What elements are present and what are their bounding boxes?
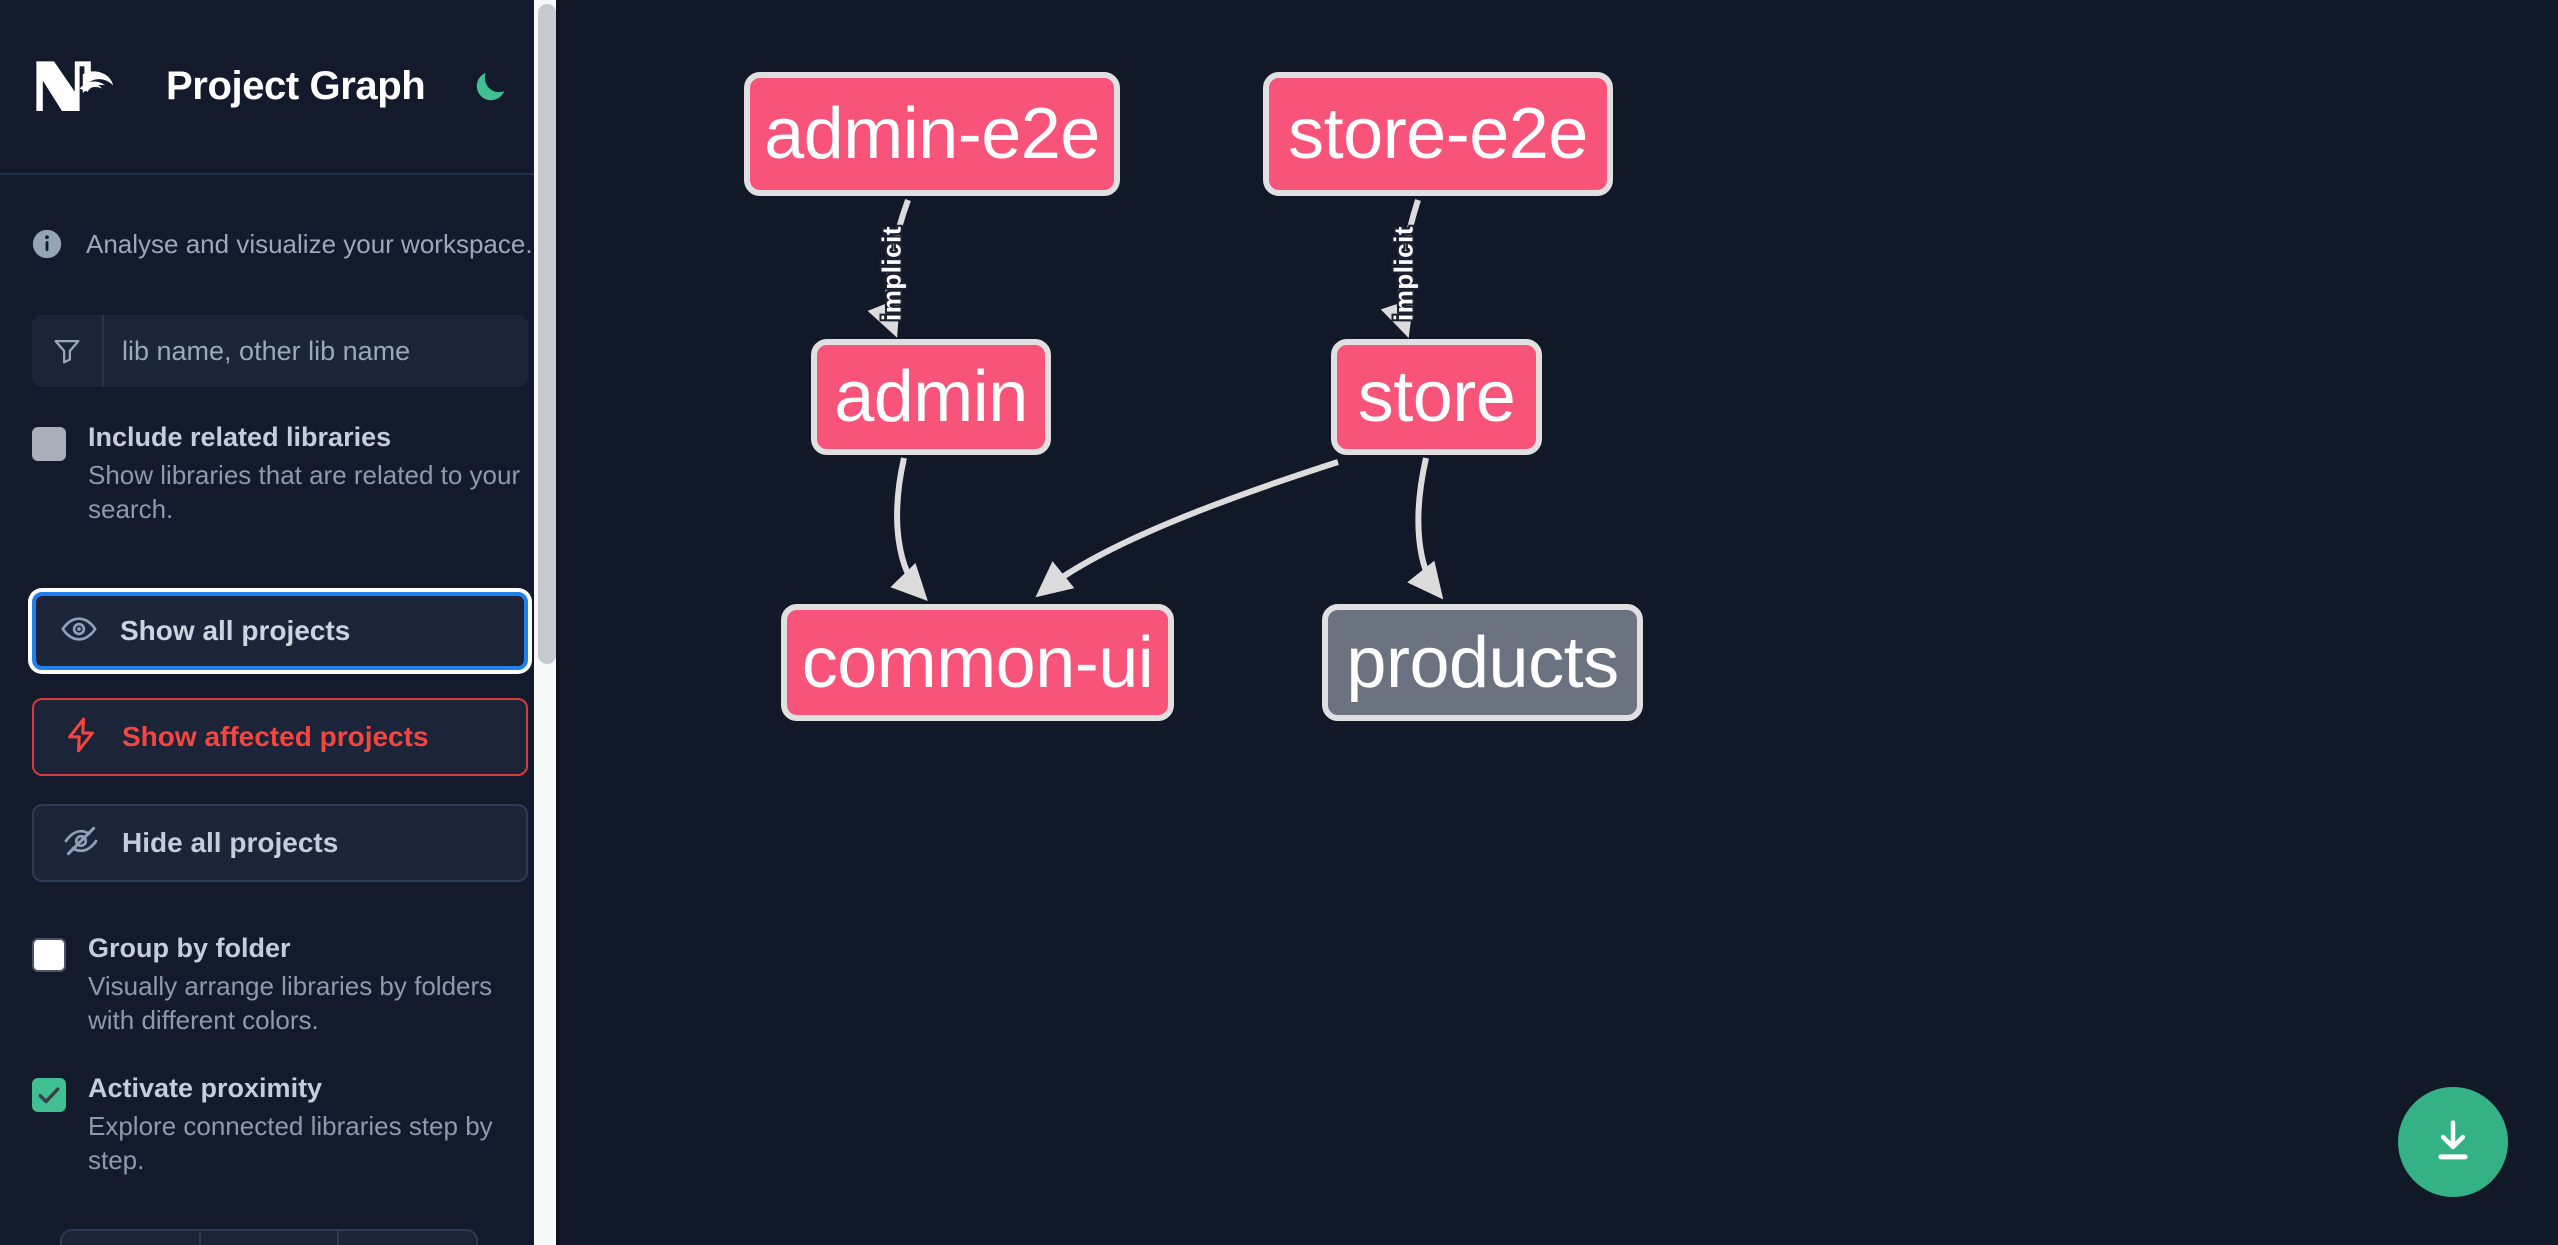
edge-label-implicit-admin: implicit xyxy=(876,226,907,322)
node-label: store-e2e xyxy=(1288,94,1588,174)
checkbox-label: Group by folder xyxy=(88,933,291,964)
filter-icon xyxy=(32,315,104,387)
graph-node-store[interactable]: store xyxy=(1331,339,1542,455)
graph-node-products[interactable]: products xyxy=(1322,604,1643,721)
eye-slash-icon xyxy=(62,822,100,865)
node-label: admin xyxy=(834,357,1028,437)
checkbox-label: Include related libraries xyxy=(88,422,392,452)
sidebar-scrollbar-thumb[interactable] xyxy=(538,4,556,664)
checkbox-texts: Include related libraries Show libraries… xyxy=(88,421,528,526)
node-label: admin-e2e xyxy=(764,94,1100,174)
tagline: Analyse and visualize your workspace. xyxy=(0,175,560,261)
checkbox-description: Visually arrange libraries by folders wi… xyxy=(88,971,493,1036)
sidebar-header: Project Graph xyxy=(0,0,560,175)
check-icon xyxy=(38,1087,60,1103)
hide-all-projects-button[interactable]: Hide all projects xyxy=(32,804,528,883)
graph-node-admin-e2e[interactable]: admin-e2e xyxy=(744,72,1120,196)
lightning-bolt-icon xyxy=(62,716,100,759)
sidebar-body: Analyse and visualize your workspace. In… xyxy=(0,175,560,1245)
graph-node-admin[interactable]: admin xyxy=(811,339,1051,455)
segment-1[interactable] xyxy=(62,1231,201,1245)
search-field[interactable] xyxy=(32,315,528,387)
segment-2[interactable] xyxy=(201,1231,340,1245)
info-icon xyxy=(30,227,64,261)
checkbox-texts: Activate proximity Explore connected lib… xyxy=(88,1072,528,1177)
show-affected-projects-button[interactable]: Show affected projects xyxy=(32,698,528,777)
checkbox-include-related-libraries[interactable]: Include related libraries Show libraries… xyxy=(0,421,560,526)
edge-store-e2e-to-store xyxy=(1380,199,1421,338)
eye-icon xyxy=(60,610,98,653)
sidebar: Project Graph Analyse and visualize your… xyxy=(0,0,560,1245)
moon-icon[interactable] xyxy=(467,64,513,110)
graph-canvas[interactable]: admin-e2e store-e2e admin store common-u… xyxy=(560,0,2558,1245)
checkbox-label: Activate proximity xyxy=(88,1072,323,1103)
edge-label-implicit-store: implicit xyxy=(1388,226,1419,322)
graph-node-common-ui[interactable]: common-ui xyxy=(781,604,1174,721)
nx-logo xyxy=(30,55,126,119)
segmented-control[interactable] xyxy=(60,1229,478,1245)
edge-admin-e2e-to-admin xyxy=(867,198,911,338)
project-action-buttons: Show all projects Show affected projects xyxy=(0,592,560,883)
checkbox-texts: Group by folder Visually arrange librari… xyxy=(88,932,528,1037)
checkbox-description: Show libraries that are related to your … xyxy=(88,459,521,525)
sidebar-edge xyxy=(556,0,560,1245)
download-icon xyxy=(2438,1120,2468,1160)
node-label: common-ui xyxy=(801,622,1154,703)
button-label: Show affected projects xyxy=(122,721,429,753)
graph-node-store-e2e[interactable]: store-e2e xyxy=(1263,72,1613,196)
edge-store-to-common-ui xyxy=(1035,459,1339,598)
checkbox-box[interactable] xyxy=(32,938,66,973)
node-label: products xyxy=(1346,622,1619,703)
checkbox-description: Explore connected libraries step by step… xyxy=(88,1110,493,1175)
button-label: Hide all projects xyxy=(122,827,339,859)
download-graph-button[interactable] xyxy=(2398,1087,2508,1197)
show-all-projects-button[interactable]: Show all projects xyxy=(32,592,528,671)
tagline-text: Analyse and visualize your workspace. xyxy=(86,228,533,259)
button-label: Show all projects xyxy=(120,615,351,647)
page-title: Project Graph xyxy=(166,64,426,108)
edge-store-to-products xyxy=(1407,457,1444,600)
checkbox-activate-proximity[interactable]: Activate proximity Explore connected lib… xyxy=(0,1072,560,1177)
edge-admin-to-common-ui xyxy=(890,457,928,602)
sidebar-scrollbar[interactable] xyxy=(534,0,560,1245)
checkbox-box[interactable] xyxy=(32,427,66,461)
segment-3[interactable] xyxy=(339,1231,476,1245)
checkbox-group-by-folder[interactable]: Group by folder Visually arrange librari… xyxy=(0,932,560,1037)
node-label: store xyxy=(1357,357,1516,437)
search-input[interactable] xyxy=(104,315,528,387)
checkbox-box[interactable] xyxy=(32,1077,66,1112)
